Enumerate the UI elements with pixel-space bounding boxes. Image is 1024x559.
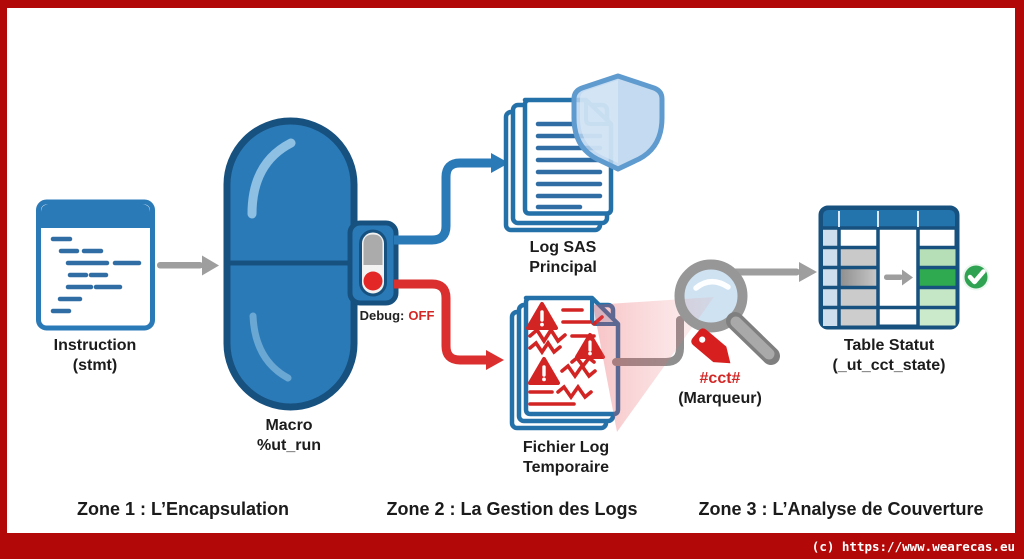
instruction-subtitle: (stmt): [72, 357, 118, 374]
status-table-icon: [818, 205, 960, 330]
debug-state-value: OFF: [408, 308, 435, 323]
arrow-macro-to-logsas: [394, 153, 509, 245]
macro-title: Macro: [265, 417, 313, 434]
debug-status-label: Debug:OFF: [360, 308, 435, 323]
fichier-log-label: Fichier Log Temporaire: [523, 438, 609, 478]
fichier-log-subtitle: Temporaire: [523, 459, 609, 476]
arrow-macro-to-templog: [394, 279, 504, 370]
debug-toggle-icon: [347, 220, 399, 306]
macro-capsule-icon: [223, 117, 358, 411]
magnifier-icon: [593, 259, 780, 432]
tag-icon: [691, 328, 731, 364]
log-sas-subtitle: Principal: [529, 259, 597, 276]
log-sas-label: Log SAS Principal: [529, 238, 597, 278]
zone-2-label: Zone 2 : La Gestion des Logs: [386, 499, 638, 519]
zone-1-label: Zone 1 : L’Encapsulation: [76, 499, 290, 519]
temp-log-stack-icon: [509, 295, 621, 431]
table-statut-title: Table Statut: [843, 337, 935, 354]
marqueur-caption: (Marqueur): [678, 390, 762, 407]
marqueur-code: #cct#: [699, 370, 741, 387]
debug-label-text: Debug:: [359, 308, 405, 323]
instruction-document-icon: [36, 199, 155, 331]
zone-3-label: Zone 3 : L’Analyse de Couverture: [698, 499, 984, 519]
log-error-lines: [528, 308, 604, 406]
shield-icon: [571, 73, 665, 172]
arrow-instruction-to-macro: [157, 255, 219, 276]
log-sas-title: Log SAS: [529, 239, 597, 256]
marqueur-label: #cct# (Marqueur): [678, 369, 762, 409]
table-statut-label: Table Statut (_ut_cct_state): [833, 336, 946, 376]
macro-label: Macro %ut_run: [257, 416, 321, 456]
scan-beam: [593, 297, 714, 432]
arrow-table-transform: [884, 269, 913, 286]
fichier-log-title: Fichier Log: [522, 439, 610, 456]
table-statut-subtitle: (_ut_cct_state): [832, 357, 946, 374]
instruction-label: Instruction (stmt): [54, 336, 137, 376]
copyright-text: (c) https://www.wearecas.eu: [811, 539, 1015, 554]
instruction-title: Instruction: [53, 337, 137, 354]
check-icon: [962, 263, 990, 291]
macro-subtitle: %ut_run: [257, 437, 321, 454]
